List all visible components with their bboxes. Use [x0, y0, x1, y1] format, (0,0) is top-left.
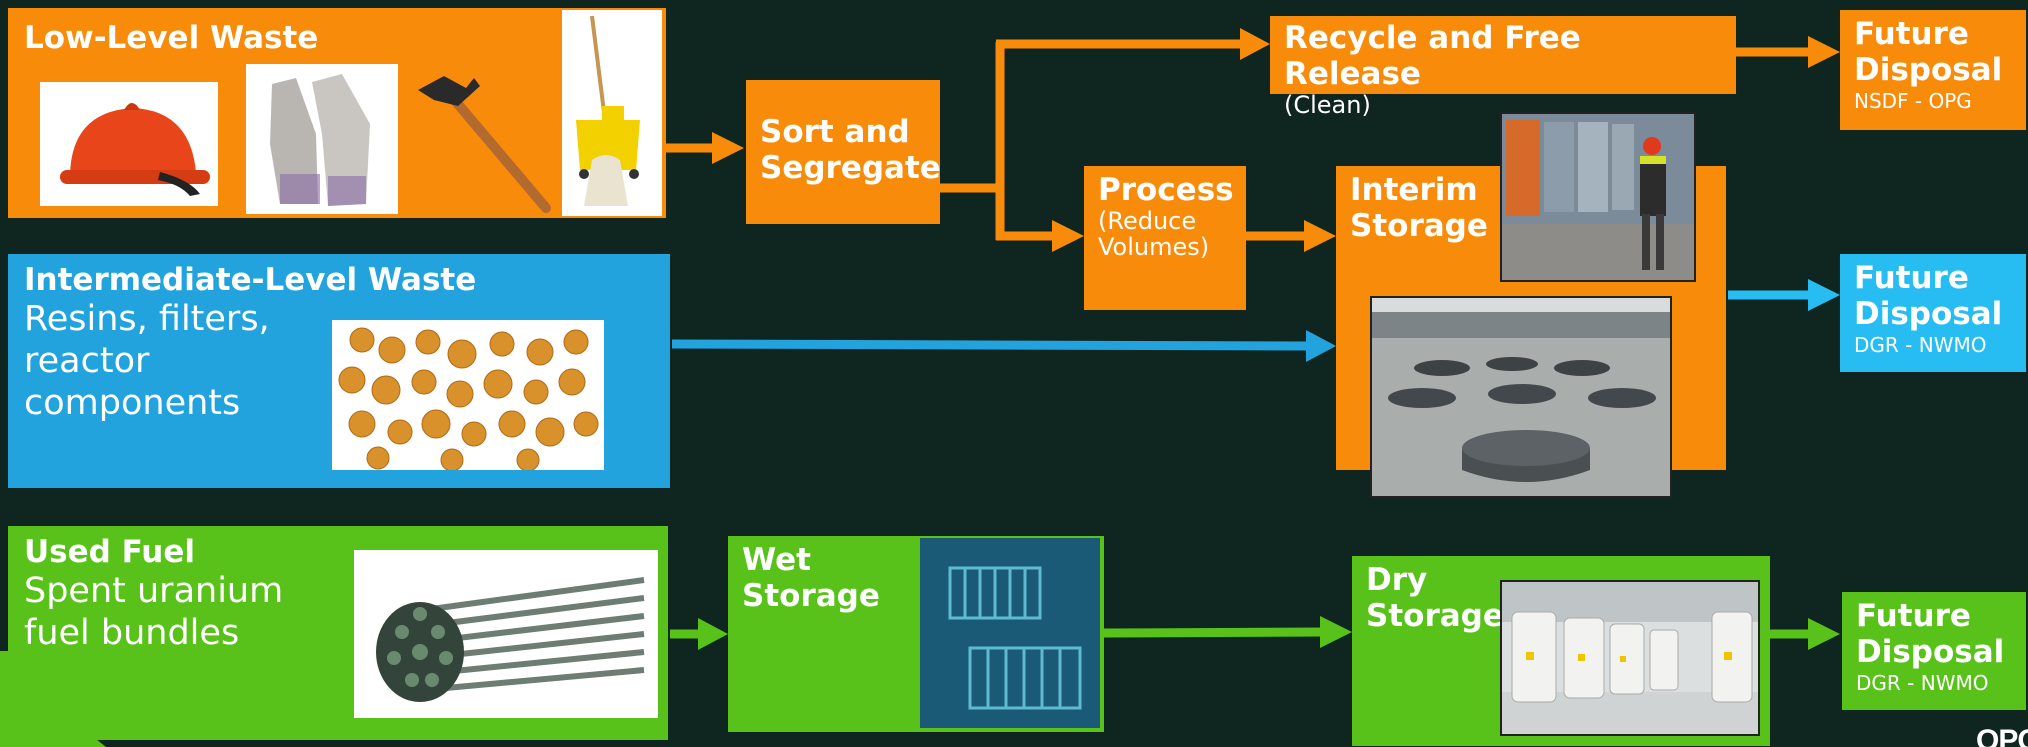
hammer-image [414, 70, 564, 220]
fuel-bundle-image [354, 550, 658, 718]
arrow-wet-to-dry [1103, 616, 1352, 648]
interim-worker-image [1500, 112, 1696, 282]
corner-accent [0, 651, 106, 747]
gloves-image [246, 64, 398, 214]
future-disposal-box-3: Future Disposal DGR - NWMO [1842, 592, 2026, 710]
future-disposal-subtitle-2: DGR - NWMO [1854, 333, 1987, 357]
future-disposal-subtitle-1: NSDF - OPG [1854, 89, 1972, 113]
interim-storage-title: Interim Storage [1350, 172, 1488, 244]
hard-hat-image [40, 82, 218, 206]
process-title: Process [1098, 172, 1234, 208]
future-disposal-box-2: Future Disposal DGR - NWMO [1840, 254, 2026, 372]
intermediate-level-waste-description: Resins, filters, reactor components [24, 299, 270, 423]
future-disposal-box-1: Future Disposal NSDF - OPG [1840, 10, 2026, 130]
arrow-sort-to-recycle [996, 28, 1270, 60]
future-disposal-title-1: Future Disposal [1854, 16, 2003, 88]
recycle-subtitle: (Clean) [1284, 91, 1371, 119]
low-level-waste-box: Low-Level Waste [8, 8, 666, 218]
future-disposal-title-3: Future Disposal [1856, 598, 2005, 670]
used-fuel-description: Spent uranium fuel bundles [24, 571, 284, 653]
opg-logo: OPG [1976, 726, 2028, 747]
intermediate-level-waste-title: Intermediate-Level Waste [24, 262, 477, 298]
mop-bucket-image [562, 10, 662, 216]
opg-logo-text: OPG [1976, 726, 2028, 747]
interim-casks-image [1370, 296, 1672, 498]
future-disposal-title-2: Future Disposal [1854, 260, 2003, 332]
sort-and-segregate-box: Sort and Segregate [746, 80, 941, 224]
arrow-sort-branch [940, 42, 1005, 240]
arrow-low-to-sort [666, 132, 744, 164]
used-fuel-title: Used Fuel [24, 534, 195, 570]
wet-storage-title: Wet Storage [742, 542, 880, 614]
process-box: Process (Reduce Volumes) [1084, 166, 1246, 310]
arrow-fuel-to-wet [670, 618, 728, 650]
resin-beads-image [332, 320, 604, 470]
arrow-process-to-interim [1246, 220, 1336, 252]
wet-storage-image [920, 538, 1100, 728]
sort-and-segregate-title: Sort and Segregate [760, 114, 941, 186]
arrow-recycle-to-future [1736, 36, 1840, 68]
recycle-title: Recycle and Free Release [1284, 20, 1581, 92]
recycle-box: Recycle and Free Release (Clean) [1270, 16, 1736, 118]
arrow-interim-to-future [1728, 279, 1840, 311]
arrow-dry-to-future [1770, 618, 1840, 650]
arrow-sort-to-process [996, 220, 1084, 252]
low-level-waste-title: Low-Level Waste [24, 20, 319, 56]
process-subtitle: (Reduce Volumes) [1098, 207, 1210, 261]
arrow-intermediate-to-interim [671, 330, 1336, 362]
dry-storage-image [1500, 580, 1760, 736]
dry-storage-title: Dry Storage [1366, 562, 1504, 634]
future-disposal-subtitle-3: DGR - NWMO [1856, 671, 1989, 695]
